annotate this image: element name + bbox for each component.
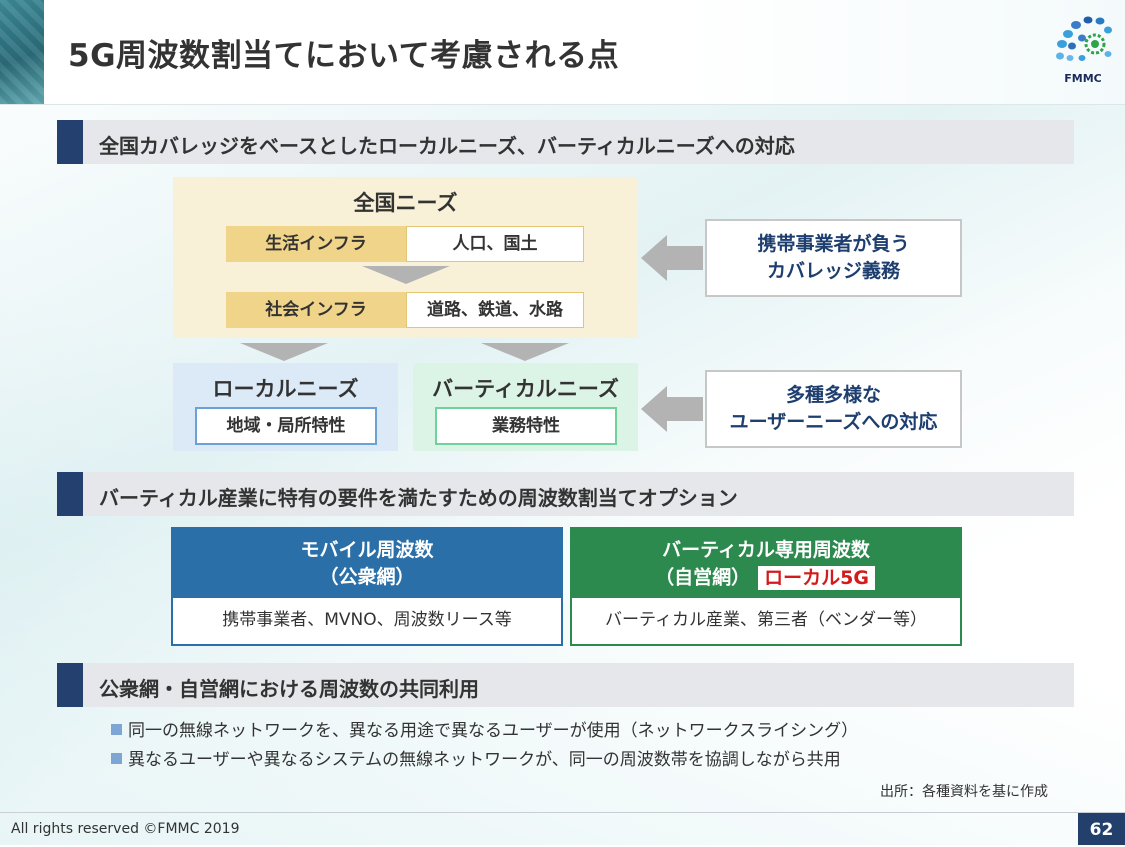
logo-icon [1056,16,1112,61]
vertical-spectrum-title: バーティカル専用周波数 [662,539,870,561]
down-arrow-local [240,343,328,361]
local-needs-box: ローカルニーズ 地域・局所特性 [173,363,398,451]
bullet-text: 異なるユーザーや異なるシステムの無線ネットワークが、同一の周波数帯を協調しながら… [128,750,841,770]
page-title: 5G周波数割当てにおいて考慮される点 [68,38,620,74]
title-bar: 5G周波数割当てにおいて考慮される点 FMMC [0,0,1125,105]
vertical-spectrum-body: バーティカル産業、第三者（ベンダー等） [605,610,927,630]
footer-divider [0,812,1125,813]
section-marker [57,120,83,164]
side-box-line: 多種多様な [785,384,881,406]
bullet-text: 同一の無線ネットワークを、異なる用途で異なるユーザーが使用（ネットワークスライシ… [128,721,859,741]
mobile-spectrum-header: モバイル周波数 （公衆網） [173,529,561,598]
vertical-needs-sub: 業務特性 [435,407,617,445]
mobile-spectrum-title: モバイル周波数 [300,539,434,561]
fmmc-logo: FMMC [1050,14,1116,88]
section-heading-label: バーティカル産業に特有の要件を満たすための周波数割当てオプション [99,486,738,510]
vertical-needs-title: バーティカルニーズ [432,377,619,401]
bullet-item: 同一の無線ネットワークを、異なる用途で異なるユーザーが使用（ネットワークスライシ… [111,716,858,741]
down-arrow [362,266,450,284]
mobile-spectrum-subtitle: （公衆網） [319,566,415,588]
section-marker [57,663,83,707]
bullet-item: 異なるユーザーや異なるシステムの無線ネットワークが、同一の周波数帯を協調しながら… [111,745,841,770]
section-marker [57,472,83,516]
side-box-line: ユーザーニーズへの対応 [729,411,938,433]
section-heading-label: 公衆網・自営網における周波数の共同利用 [99,677,479,701]
mobile-spectrum-body: 携帯事業者、MVNO、周波数リース等 [222,610,512,630]
infra-value-social: 道路、鉄道、水路 [406,292,584,328]
local-needs-title: ローカルニーズ [212,377,359,401]
source-note: 出所：各種資料を基に作成 [880,784,1048,800]
down-arrow-vertical [481,343,569,361]
infra-value-life: 人口、国土 [406,226,584,262]
section-heading-3: 公衆網・自営網における周波数の共同利用 [57,663,1074,707]
page-number: 62 [1078,813,1125,845]
section-heading-label: 全国カバレッジをベースとしたローカルニーズ、バーティカルニーズへの対応 [99,134,795,158]
local-5g-badge: ローカル5G [756,564,877,592]
copyright: All rights reserved ©FMMC 2019 [11,821,240,837]
vertical-needs-box: バーティカルニーズ 業務特性 [413,363,638,451]
side-box-line: 携帯事業者が負う [757,233,910,255]
bullet-square-icon [111,724,122,735]
diverse-needs-box: 多種多様な ユーザーニーズへの対応 [705,370,962,448]
logo-text: FMMC [1064,72,1102,85]
title-accent [0,0,44,104]
vertical-spectrum-subtitle: （自営網） [655,566,751,589]
side-box-line: カバレッジ義務 [766,260,900,282]
infra-label-life: 生活インフラ [226,226,406,262]
vertical-spectrum-subtitle-row: （自営網）ローカル5G [572,564,960,592]
left-arrow-icon [641,235,703,281]
mobile-spectrum-box: モバイル周波数 （公衆網） 携帯事業者、MVNO、周波数リース等 [171,527,563,646]
bullet-square-icon [111,753,122,764]
section-heading-2: バーティカル産業に特有の要件を満たすための周波数割当てオプション [57,472,1074,516]
left-arrow-icon [641,386,703,432]
infra-label-social: 社会インフラ [226,292,406,328]
coverage-obligation-box: 携帯事業者が負う カバレッジ義務 [705,219,962,297]
national-needs-box: 全国ニーズ 生活インフラ 人口、国土 社会インフラ 道路、鉄道、水路 [173,177,638,338]
local-needs-sub: 地域・局所特性 [195,407,377,445]
national-needs-title: 全国ニーズ [353,191,458,215]
vertical-spectrum-header: バーティカル専用周波数 （自営網）ローカル5G [572,529,960,598]
vertical-spectrum-box: バーティカル専用周波数 （自営網）ローカル5G バーティカル産業、第三者（ベンダ… [570,527,962,646]
section-heading-1: 全国カバレッジをベースとしたローカルニーズ、バーティカルニーズへの対応 [57,120,1074,164]
